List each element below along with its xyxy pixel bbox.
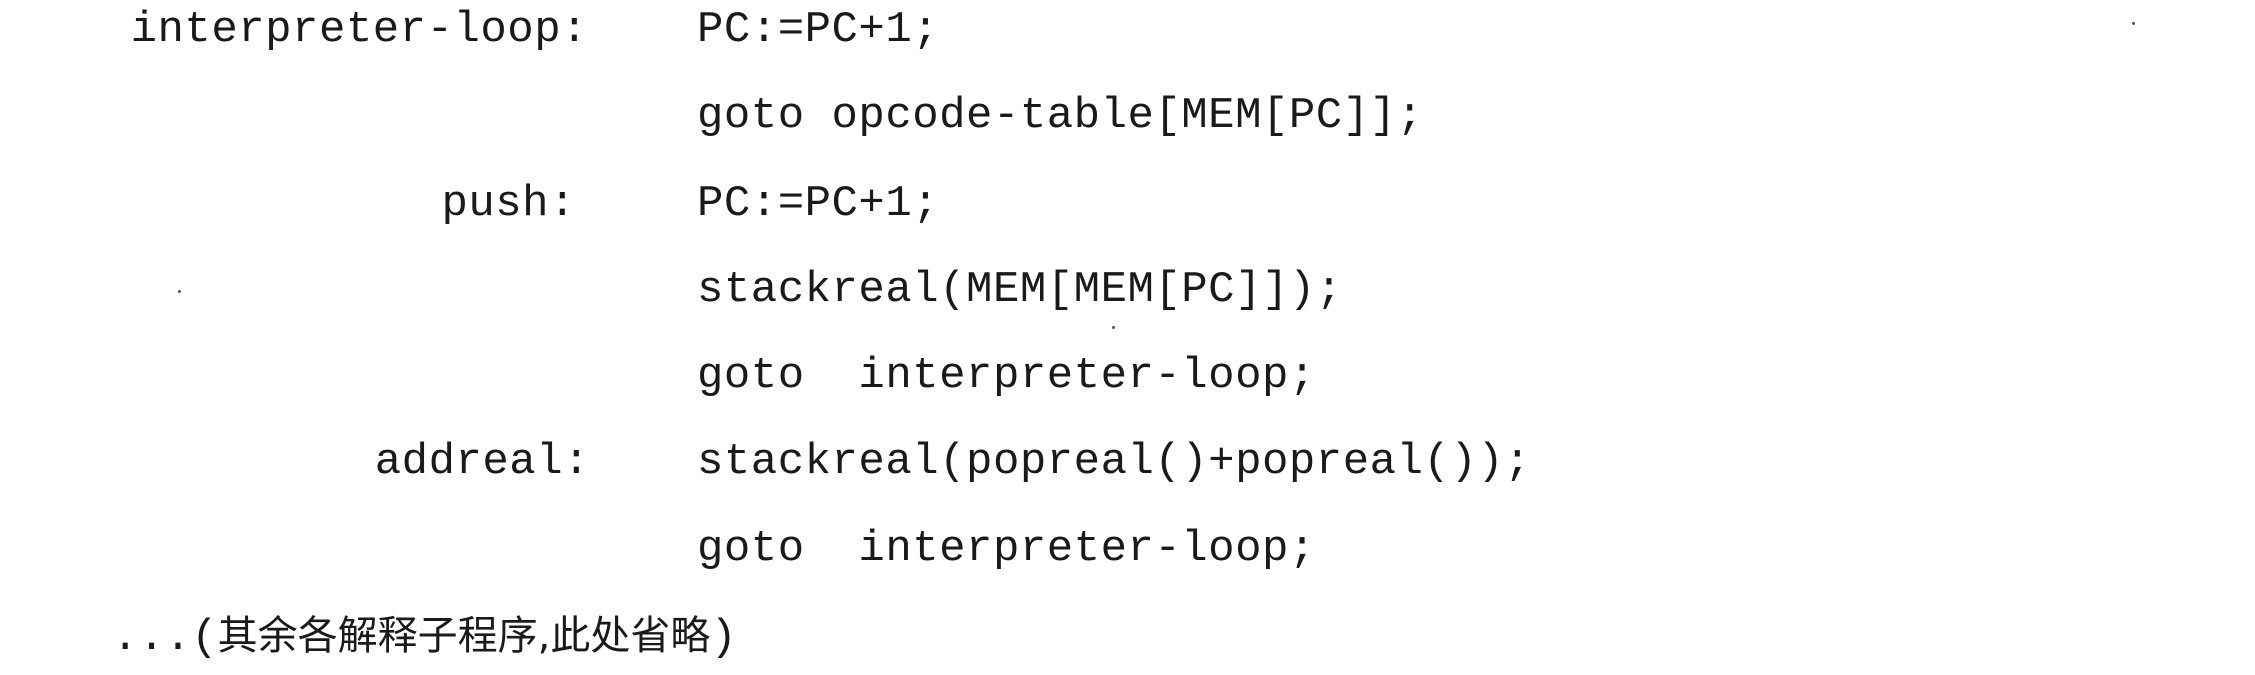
code-label: push: xyxy=(441,179,576,229)
code-statement: stackreal(MEM[MEM[PC]]); xyxy=(697,265,1343,315)
scan-speck xyxy=(2132,22,2135,25)
code-statement: goto interpreter-loop; xyxy=(697,351,1316,401)
code-statement: goto interpreter-loop; xyxy=(697,524,1316,574)
note-prefix: ...( xyxy=(112,613,218,663)
note-text: 其余各解释子程序,此处省略 xyxy=(217,613,711,659)
code-statement: PC:=PC+1; xyxy=(697,179,940,229)
code-statement: stackreal(popreal()+popreal()); xyxy=(697,437,1532,487)
code-statement: PC:=PC+1; xyxy=(697,5,940,55)
omission-note: ...(其余各解释子程序,此处省略) xyxy=(112,610,737,664)
code-label: interpreter-loop: xyxy=(130,5,588,55)
scan-speck xyxy=(1112,326,1115,329)
note-suffix: ) xyxy=(710,613,737,663)
scan-speck xyxy=(178,290,181,293)
code-label: addreal: xyxy=(374,437,590,487)
code-statement: goto opcode-table[MEM[PC]]; xyxy=(697,91,1424,141)
